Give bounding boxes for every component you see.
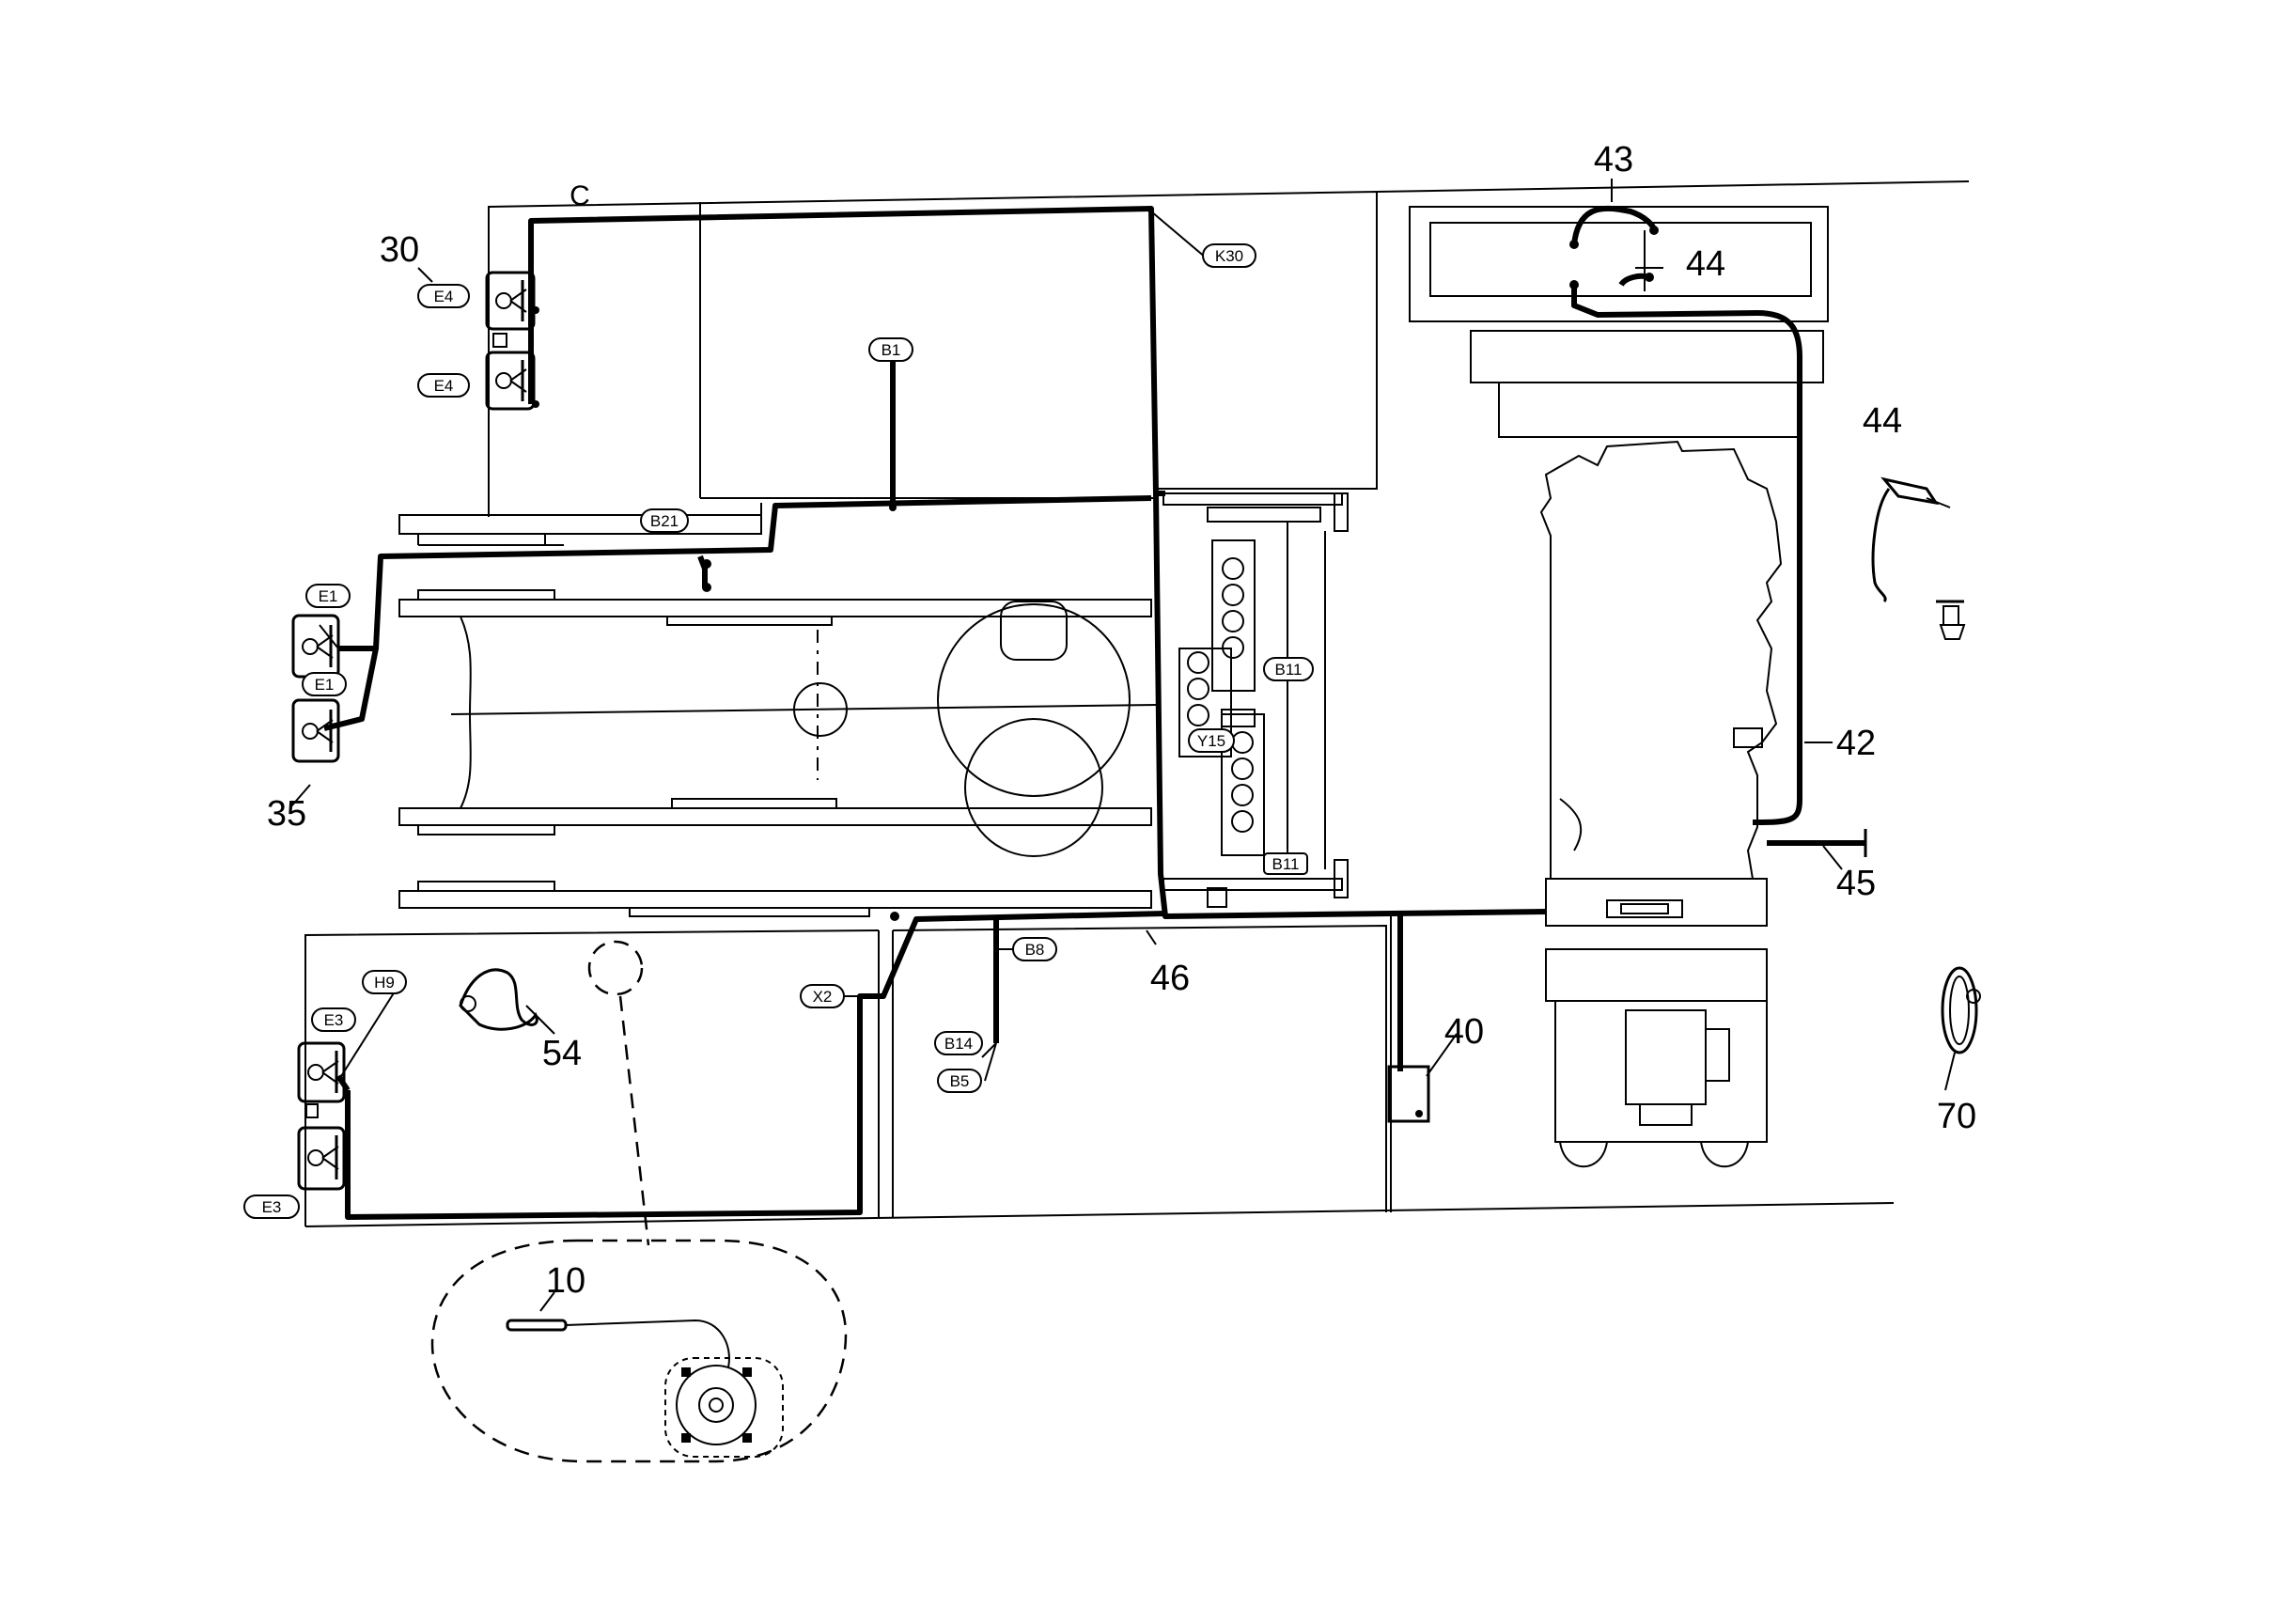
tag-k30: K30 [1202,243,1256,268]
callout-70: 70 [1937,1097,1976,1136]
callout-44-upper: 44 [1686,244,1725,284]
lamp-e4-lower [485,333,536,411]
lamp-e3-lower [297,1126,346,1191]
tag-x2-label: X2 [813,988,833,1006]
callout-43: 43 [1594,140,1633,180]
tag-e4-upper-label: E4 [434,288,454,305]
tag-b14-label: B14 [944,1035,973,1053]
callout-c: C [570,180,590,211]
dashed-leader [618,995,650,1246]
horn-component-54 [459,968,538,1031]
tag-e4-upper: E4 [417,284,470,308]
frame-rails [398,503,1157,917]
tag-y15-label: Y15 [1197,732,1225,750]
tag-e3-lower: E3 [243,1195,300,1219]
tag-b21: B21 [640,508,689,533]
part-70-lamp [1941,966,1981,1054]
callout-10: 10 [546,1261,585,1301]
tag-b8-label: B8 [1025,941,1045,959]
tag-y15: Y15 [1188,728,1235,753]
tag-e1-upper: E1 [305,584,351,608]
tag-e1-upper-label: E1 [319,587,338,605]
tag-e4-lower-label: E4 [434,377,454,395]
tag-b5-label: B5 [950,1072,970,1090]
tag-h9-label: H9 [374,974,395,992]
tag-b14: B14 [934,1031,983,1055]
tag-b11-lower: B11 [1263,852,1308,875]
tag-b5: B5 [937,1069,982,1093]
tag-b8: B8 [1012,937,1057,961]
tag-k30-label: K30 [1215,247,1243,265]
callout-30: 30 [380,230,419,270]
callout-44-side: 44 [1863,401,1902,441]
tag-b11-upper-label: B11 [1275,661,1303,679]
valve-block [1162,492,1349,908]
callout-35: 35 [267,794,306,834]
junction-dots [532,226,1659,921]
tag-b21-label: B21 [650,512,679,530]
part-44-hook [1871,476,1951,603]
detail-bubble-10 [430,1239,848,1463]
tag-b11-lower-label: B11 [1272,855,1300,873]
right-engine-assembly [1409,206,1829,1168]
lamp-e4-upper [485,271,536,331]
callout-40: 40 [1444,1012,1484,1052]
tag-b1: B1 [868,337,913,362]
lamp-e1-lower [291,698,340,763]
component-40-box [1387,1065,1430,1123]
chassis-outline [304,180,1970,1227]
tag-e1-lower: E1 [302,672,347,696]
tag-x2: X2 [800,984,845,1008]
tag-e3-upper-label: E3 [324,1011,344,1029]
tag-b1-label: B1 [882,341,901,359]
tag-e4-lower: E4 [417,373,470,398]
tag-b11-upper: B11 [1263,657,1314,681]
central-engine [937,601,1131,857]
leader-lines [290,179,1956,1312]
tag-e3-lower-label: E3 [262,1198,282,1216]
lamp-e1-upper [291,614,340,679]
callout-46: 46 [1150,959,1190,998]
dashed-locator-circle [587,940,644,996]
tag-e3-upper: E3 [311,1007,356,1032]
tag-h9: H9 [362,970,407,994]
callout-42: 42 [1836,724,1876,763]
part-44-bolt [1936,600,1966,640]
callout-45: 45 [1836,864,1876,903]
tag-e1-lower-label: E1 [315,676,335,694]
callout-54: 54 [542,1034,582,1073]
